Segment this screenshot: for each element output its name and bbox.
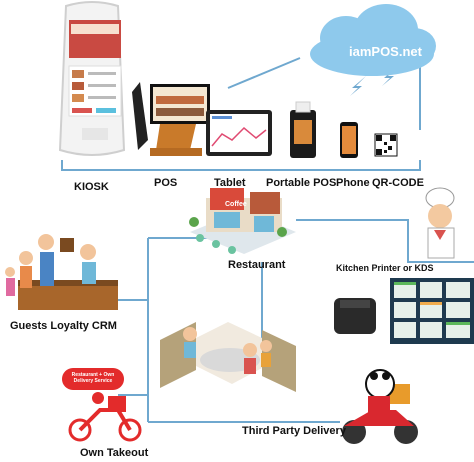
- chef-icon: [425, 187, 455, 259]
- delivery-label: Third Party Delivery: [242, 425, 346, 437]
- takeout-label: Own Takeout: [80, 447, 149, 459]
- phone-device-icon: [340, 122, 358, 158]
- signal-bolt-icon-2: [382, 66, 398, 86]
- restaurant-building-icon: [189, 188, 296, 254]
- delivery-scooter-icon: [342, 369, 418, 444]
- takeout-sign-icon: [62, 368, 124, 390]
- takeout-sign-text: Restaurant + Own Delivery Service: [71, 372, 115, 384]
- kiosk-device-icon: [58, 1, 126, 156]
- kitchen-label: Kitchen Printer or KDS: [336, 263, 434, 273]
- takeout-bike-icon: [68, 392, 142, 442]
- phone-label: Phone: [336, 177, 370, 189]
- cafe-sign: Coffee: [225, 201, 247, 208]
- crm-label: Guests Loyalty CRM: [10, 320, 117, 332]
- guests-loyalty-icon: [5, 234, 118, 310]
- restaurant-label: Restaurant: [228, 259, 286, 271]
- kitchen-printer-icon: [334, 298, 376, 334]
- cloud-icon: [310, 4, 436, 76]
- signal-bolt-icon: [350, 76, 366, 96]
- portable-pos-icon: [290, 101, 316, 158]
- qr-code-label: QR-CODE: [372, 177, 424, 189]
- kitchen-branch-line: [296, 219, 474, 263]
- kiosk-label: KIOSK: [74, 181, 109, 193]
- kds-screens-icon: [390, 278, 474, 344]
- tablet-label: Tablet: [214, 177, 246, 189]
- pos-terminal-icon: [132, 82, 210, 156]
- pos-label: POS: [154, 177, 178, 189]
- cloud-to-kiosk-line: [227, 57, 301, 89]
- tablet-device-icon: [206, 110, 272, 156]
- kiosk-bracket-line: [61, 160, 421, 171]
- cloud-label: iamPOS.net: [349, 44, 422, 59]
- dining-scene-icon: [160, 322, 296, 392]
- portable-pos-label: Portable POS: [266, 177, 337, 189]
- qr-code-icon: [374, 133, 398, 157]
